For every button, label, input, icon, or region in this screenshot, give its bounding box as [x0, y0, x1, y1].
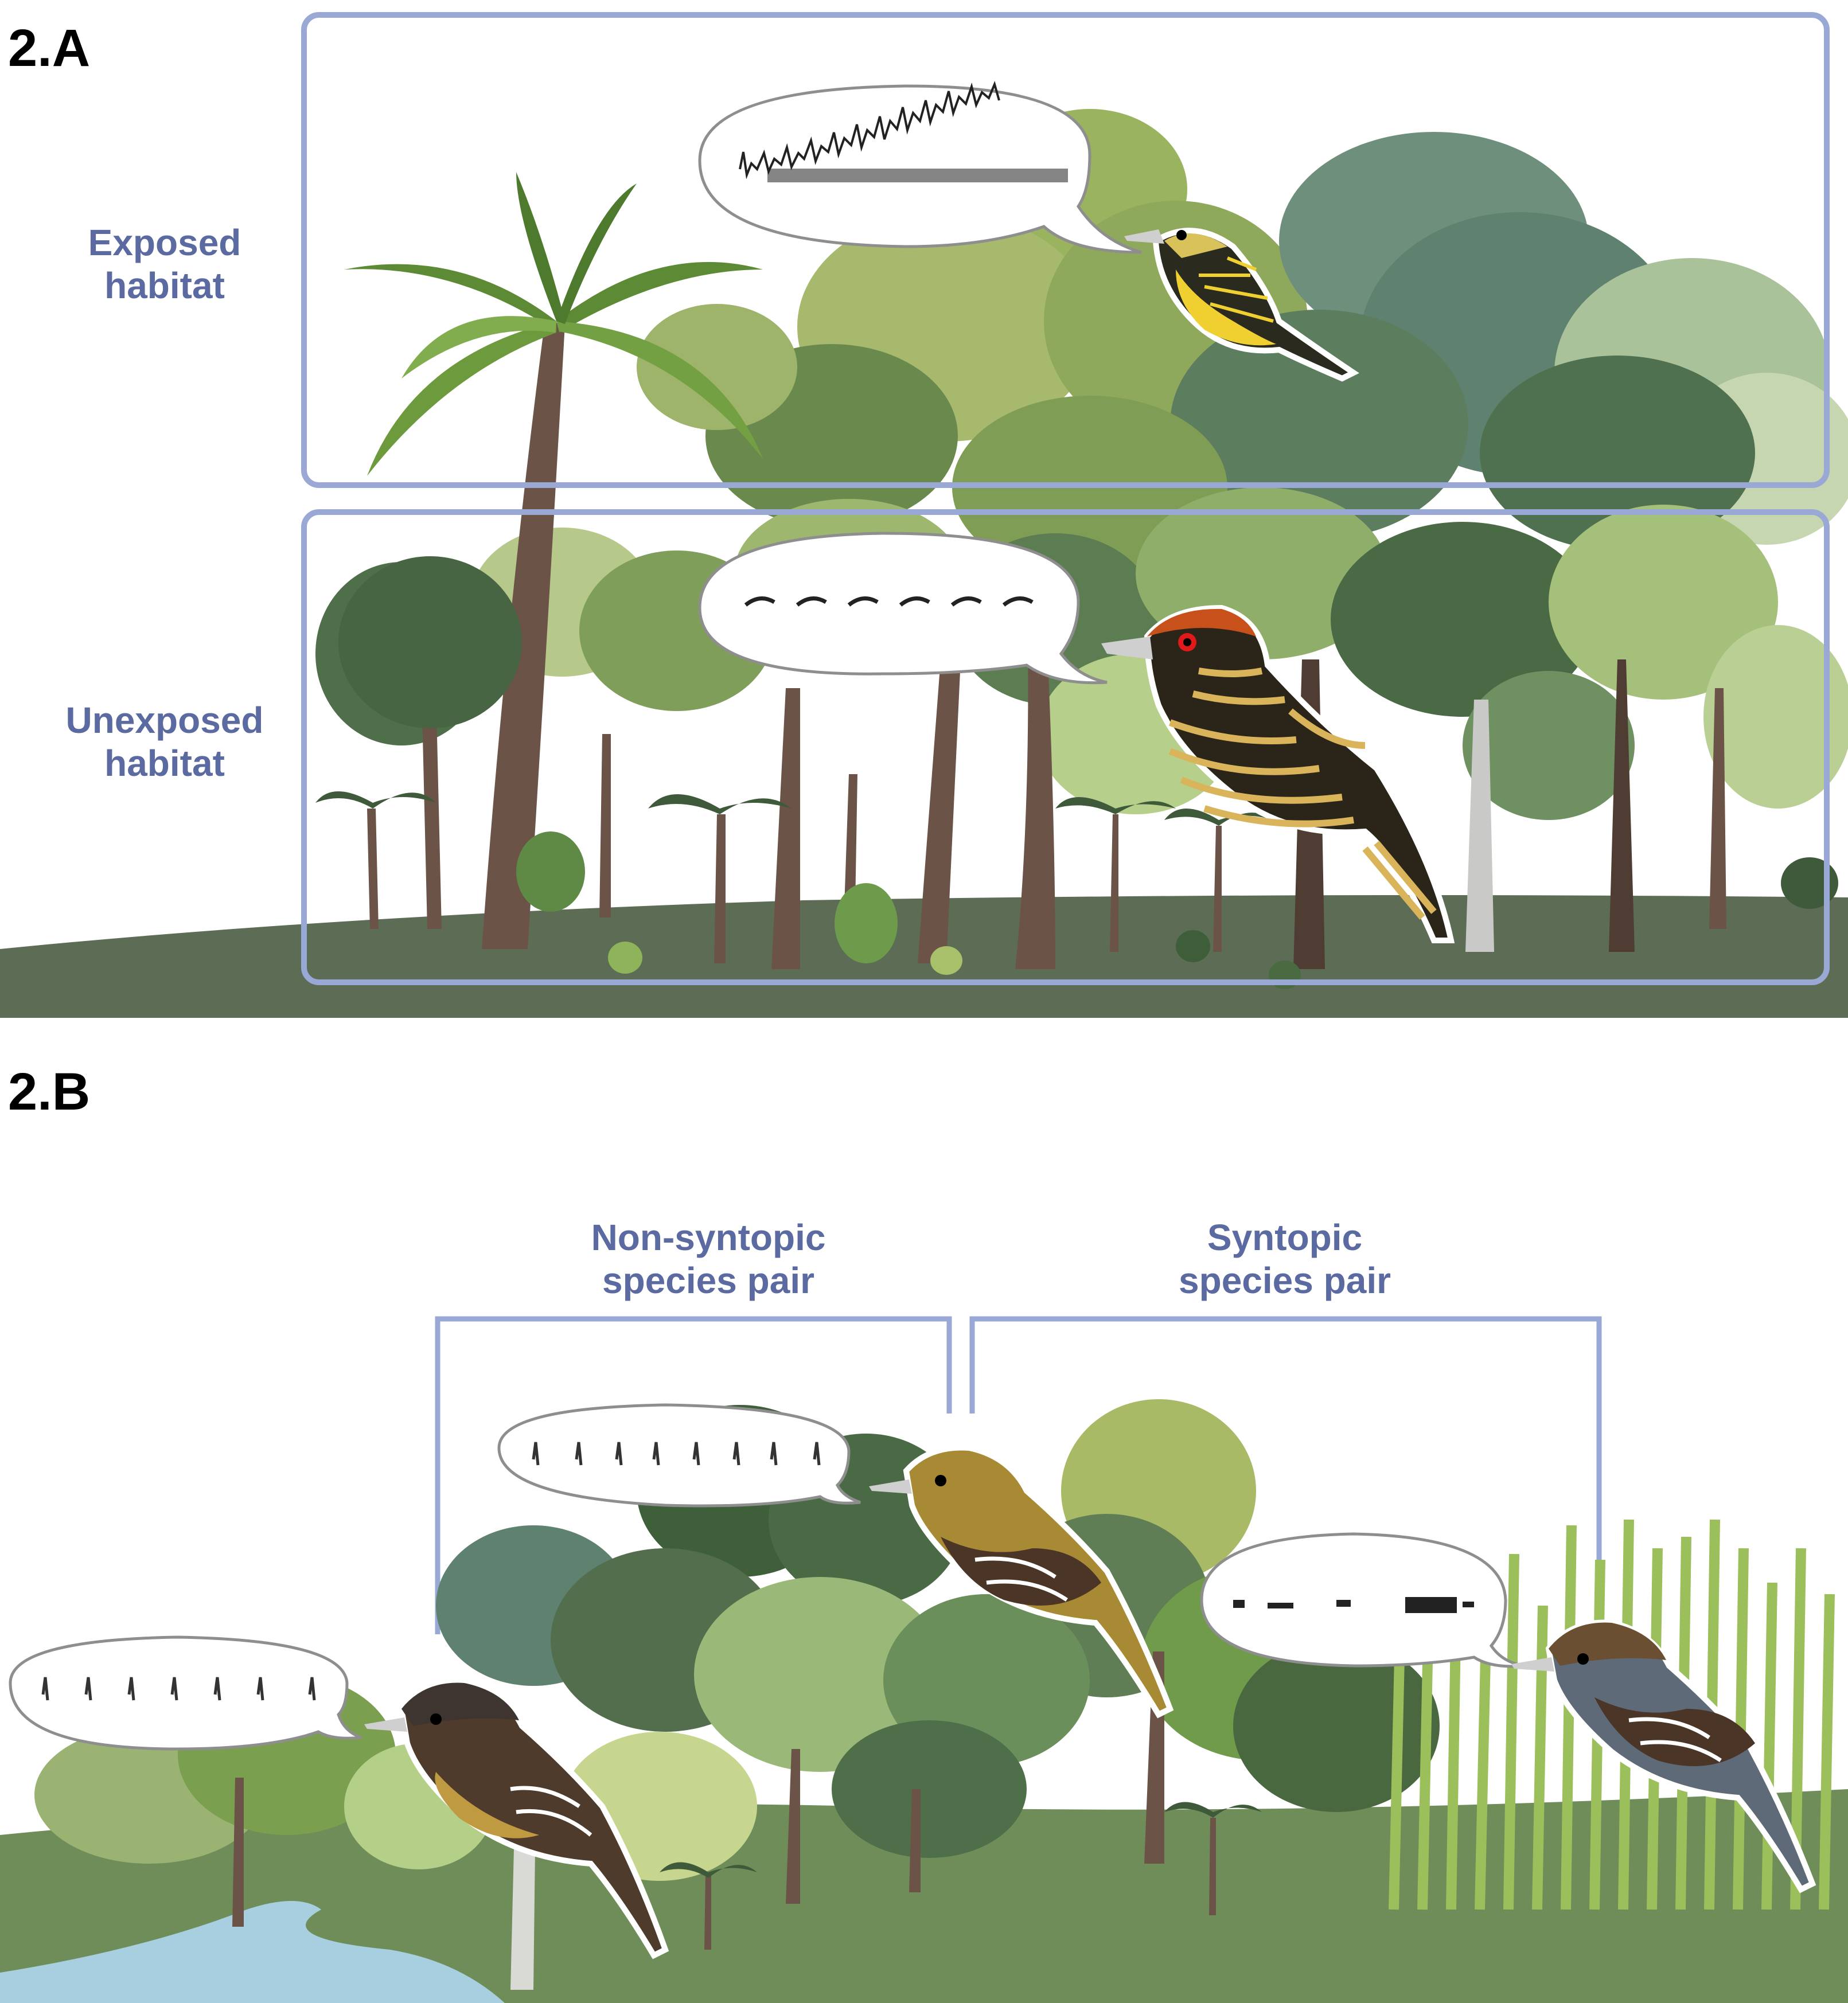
palm-tree-icon: [344, 172, 763, 949]
exposed-label-line1: Exposed: [88, 222, 241, 263]
panel-a-label: 2.A: [8, 19, 90, 77]
spectrogram-icon: [532, 1442, 821, 1466]
syntopic-label-line1: Syntopic: [1207, 1217, 1362, 1258]
spectrogram-icon: [744, 596, 1034, 607]
nonsyntopic-label-line2: species pair: [602, 1260, 814, 1301]
syntopic-bracket: [969, 1316, 1602, 1571]
bird-icon: [1511, 1619, 1816, 1893]
spectrogram-icon: [1233, 1597, 1474, 1613]
bird-icon: [1124, 228, 1359, 382]
small-palms-b: [660, 1802, 1262, 1950]
speech-bubble-icon: [497, 1403, 861, 1508]
nonsyntopic-label-line1: Non-syntopic: [591, 1217, 826, 1258]
bird-icon: [1101, 604, 1455, 943]
exposed-habitat-box: [301, 12, 1830, 488]
broadleaf-tree-icon: [338, 556, 1726, 969]
speech-bubble-icon: [698, 532, 1108, 685]
syntopic-label-line2: species pair: [1179, 1260, 1391, 1301]
unexposed-label-line2: habitat: [104, 743, 225, 784]
panel-a-scene: [0, 109, 1848, 1018]
unexposed-habitat-box: [301, 509, 1830, 985]
canopy-b: [34, 1399, 1440, 1881]
panel-b-scene: [0, 1399, 1848, 2003]
small-palms: [315, 791, 1273, 963]
bird-icon: [364, 1680, 669, 1959]
canopy-background: [637, 109, 1848, 579]
speech-bubble-icon: [9, 1635, 362, 1751]
unexposed-label-line1: Unexposed: [66, 700, 264, 741]
spectrogram-icon: [41, 1677, 316, 1701]
panel-b-label: 2.B: [8, 1063, 90, 1121]
exposed-label-line2: habitat: [104, 265, 225, 306]
spectrogram-icon: [739, 80, 1068, 182]
river-icon: [0, 1901, 505, 2003]
speech-bubble-icon: [1200, 1532, 1526, 1668]
nonsyntopic-bracket: [435, 1316, 952, 1634]
bird-icon: [869, 1444, 1174, 1719]
